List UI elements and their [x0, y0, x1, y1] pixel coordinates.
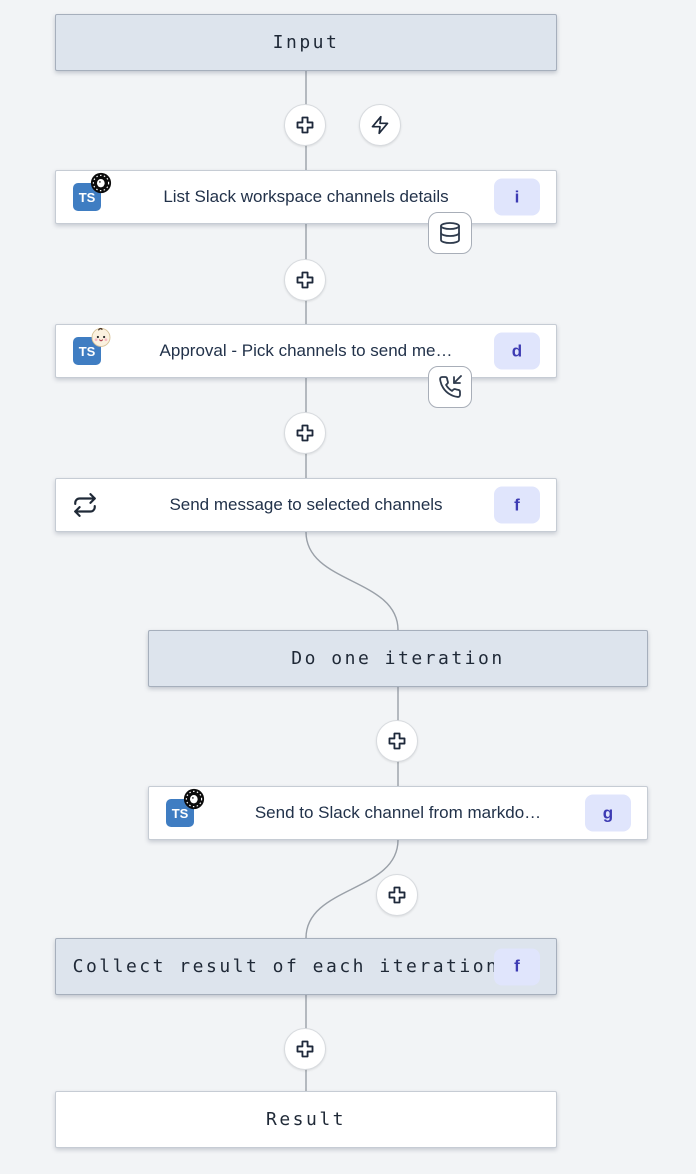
repeat-loop-icon [72, 492, 98, 518]
plus-icon [294, 1038, 316, 1060]
iteration-node[interactable]: Do one iteration [148, 630, 648, 687]
step-id-badge: f [494, 486, 540, 524]
step-title: Approval - Pick channels to send me… [159, 341, 453, 360]
deno-icon [183, 788, 205, 810]
insert-step-button[interactable] [284, 412, 326, 454]
insert-step-button[interactable] [284, 259, 326, 301]
input-node[interactable]: Input [55, 14, 557, 71]
step-node-approval[interactable]: TS Approval - Pick channels to send me… … [55, 324, 557, 408]
typescript-language-icon: TS [73, 327, 111, 365]
plus-icon [386, 730, 408, 752]
phone-incoming-icon [438, 375, 462, 399]
plus-icon [294, 269, 316, 291]
result-node-label: Result [265, 1109, 347, 1130]
step-id-badge: d [494, 332, 540, 370]
collect-result-node[interactable]: Collect result of each iteration f [55, 938, 557, 995]
database-cache-icon [438, 221, 462, 245]
step-title: Send message to selected channels [169, 495, 443, 514]
step-title: List Slack workspace channels details [163, 187, 449, 206]
step-id-badge: f [494, 948, 540, 985]
step-node-forloop[interactable]: Send message to selected channels f [55, 478, 557, 532]
insert-step-button[interactable] [376, 874, 418, 916]
insert-step-button[interactable] [376, 720, 418, 762]
suspend-approval-indicator-badge [428, 366, 472, 408]
plus-icon [294, 422, 316, 444]
bun-icon [90, 326, 112, 348]
result-node[interactable]: Result [55, 1091, 557, 1148]
step-id-badge: i [494, 178, 540, 216]
zap-icon [370, 115, 390, 135]
iteration-node-label: Do one iteration [291, 648, 505, 669]
typescript-language-icon: TS [166, 788, 205, 827]
step-id-badge: g [585, 794, 631, 832]
collect-result-label: Collect result of each iteration [72, 956, 500, 977]
step-node-send-markdown[interactable]: TS Send to Slack channel from markdo… g [148, 786, 648, 840]
insert-step-button[interactable] [284, 104, 326, 146]
step-node-list-channels[interactable]: TS List Slack workspace channels details… [55, 170, 557, 254]
plus-icon [294, 114, 316, 136]
plus-icon [386, 884, 408, 906]
add-trigger-button[interactable] [359, 104, 401, 146]
cache-indicator-badge [428, 212, 472, 254]
deno-icon [90, 172, 112, 194]
step-title: Send to Slack channel from markdo… [254, 803, 542, 822]
typescript-language-icon: TS [73, 172, 112, 211]
input-node-label: Input [272, 32, 340, 53]
insert-step-button[interactable] [284, 1028, 326, 1070]
